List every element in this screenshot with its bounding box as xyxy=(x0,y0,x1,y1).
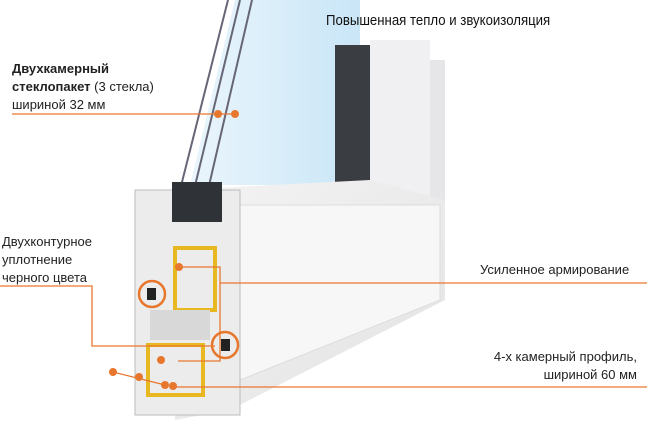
glass-label-bold2: стеклопакет xyxy=(12,79,91,94)
frame-vertical xyxy=(370,40,430,200)
glass-spacer xyxy=(172,182,222,222)
glass-label-width: шириной 32 мм xyxy=(12,97,106,112)
reinforcement-label: Усиленное армирование xyxy=(480,262,630,277)
profile-section xyxy=(134,189,241,416)
profile-label: 4-х камерный профиль, шириной 60 мм xyxy=(494,348,637,384)
main-title: Повышенная тепло и звукоизоляция xyxy=(326,12,551,29)
glass-edge xyxy=(207,0,253,191)
chamber xyxy=(150,310,210,340)
seal-label-line3: черного цвета xyxy=(2,270,87,285)
glass-label-paren: (3 стекла) xyxy=(94,79,154,94)
callout-dots xyxy=(109,110,239,390)
glass-edge xyxy=(193,0,241,191)
seal-gasket xyxy=(147,288,156,300)
sash-seal-vertical xyxy=(335,45,370,195)
glass-label: Двухкамерный стеклопакет (3 стекла) шири… xyxy=(12,60,154,114)
glass-label-bold1: Двухкамерный xyxy=(12,61,110,76)
callout-lines xyxy=(0,113,647,388)
glass-pane xyxy=(190,0,360,185)
seal-label-line2: уплотнение xyxy=(2,252,73,267)
seal-label-line1: Двухконтурное xyxy=(2,234,92,249)
frame-face xyxy=(239,204,441,381)
profile-label-line2: шириной 60 мм xyxy=(543,367,637,382)
glass-edge xyxy=(179,0,229,191)
profile-label-line1: 4-х камерный профиль, xyxy=(493,349,637,364)
reinforcement-lower xyxy=(146,343,205,397)
seal-gasket xyxy=(221,339,230,351)
seal-label: Двухконтурное уплотнение черного цвета xyxy=(2,233,92,287)
